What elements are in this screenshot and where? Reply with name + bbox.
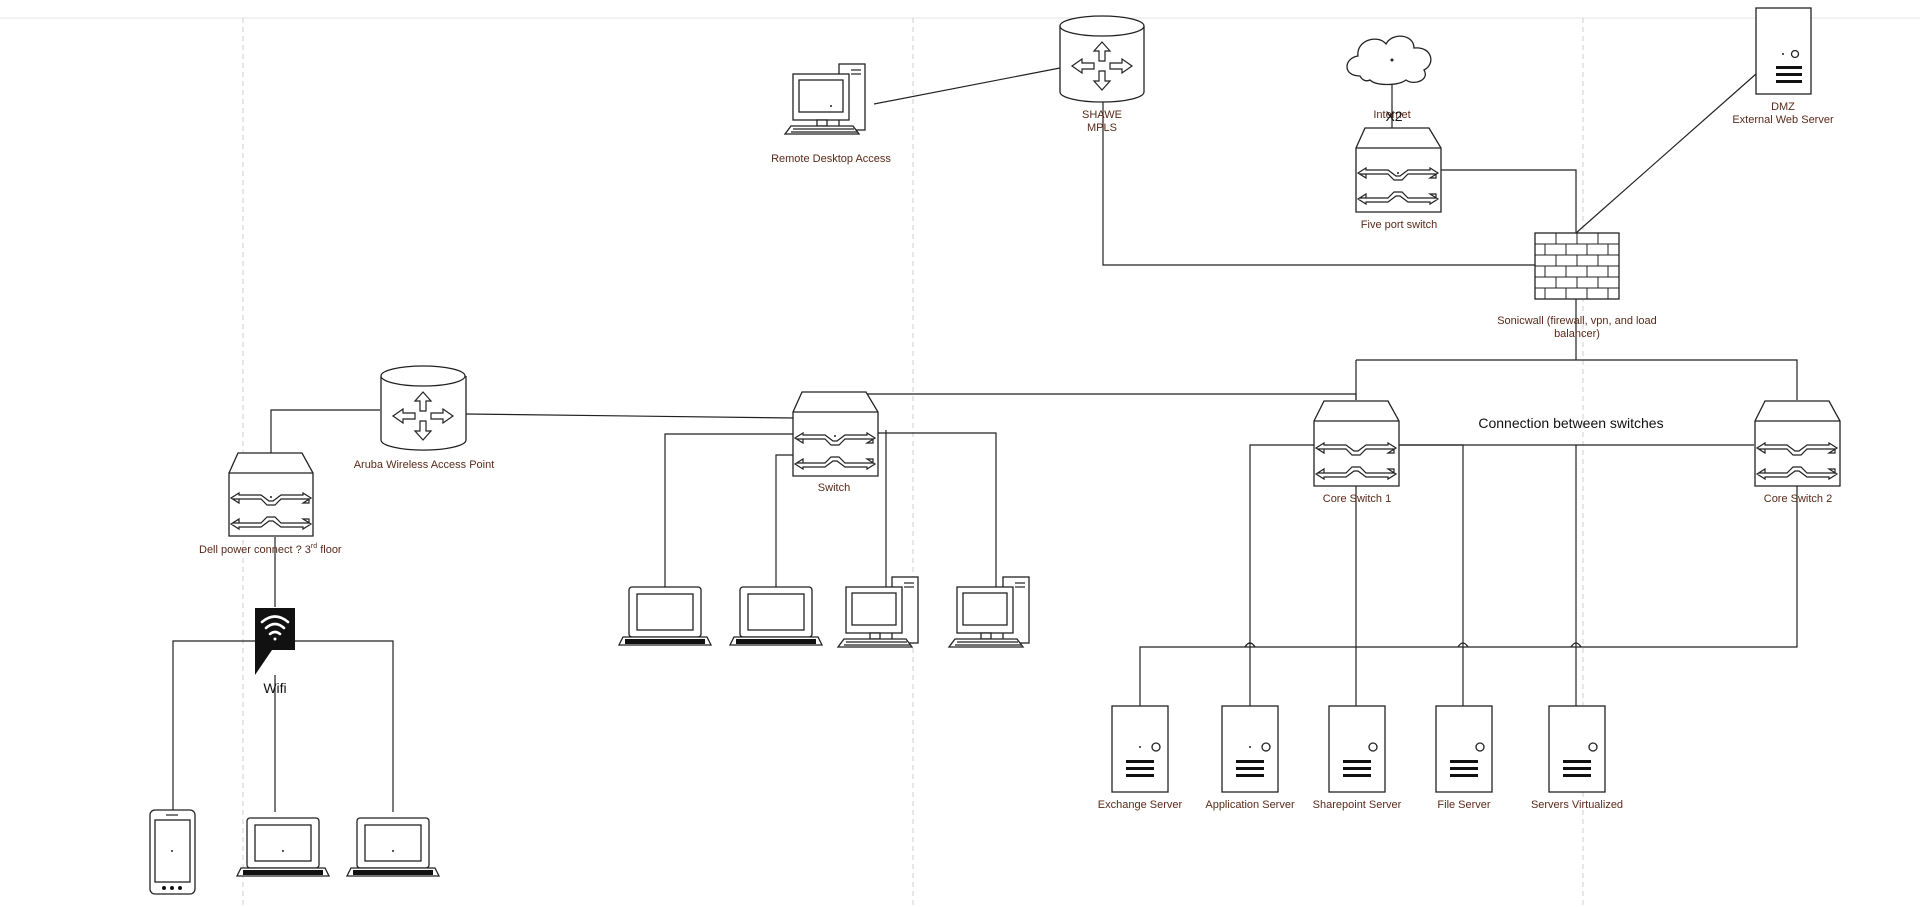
connection-between-switches-label: Connection between switches	[1478, 415, 1663, 431]
sharepoint-server-label: Sharepoint Server	[1313, 799, 1402, 811]
exchange-server	[1111, 705, 1169, 793]
mpls-label: MPLS	[1087, 122, 1117, 134]
server-icon	[1435, 705, 1493, 793]
dell-switch	[228, 452, 314, 537]
office-laptop-2	[729, 586, 823, 646]
sonicwall-firewall	[1534, 232, 1620, 300]
core-switch-1	[1313, 400, 1400, 487]
file-server	[1435, 705, 1493, 793]
dmz-server	[1755, 7, 1812, 95]
server-icon	[1548, 705, 1606, 793]
office-laptop-1	[618, 586, 712, 646]
file-server-label: File Server	[1437, 799, 1491, 811]
servers-virtualized-label: Servers Virtualized	[1531, 799, 1623, 811]
office-desktop-2	[948, 576, 1030, 648]
core-switch-2-label: Core Switch 2	[1764, 493, 1832, 505]
aruba-label: Aruba Wireless Access Point	[354, 459, 495, 471]
laptop-icon	[729, 586, 823, 646]
external-web-server-label: External Web Server	[1732, 114, 1834, 126]
switch-label: Switch	[818, 482, 850, 494]
server-icon	[1328, 705, 1386, 793]
sonicwall-label-line2: balancer)	[1554, 328, 1600, 340]
office-desktop-1	[837, 576, 919, 648]
wifi-laptop-1	[236, 817, 330, 877]
laptop-icon	[346, 817, 440, 877]
middle-switch	[792, 391, 879, 477]
internet-cloud	[1346, 35, 1432, 86]
laptop-icon	[236, 817, 330, 877]
core-switch-1-label: Core Switch 1	[1323, 493, 1391, 505]
sharepoint-server	[1328, 705, 1386, 793]
desktop-icon	[948, 576, 1030, 648]
exchange-server-label: Exchange Server	[1098, 799, 1183, 811]
remote-desktop-computer	[784, 63, 866, 135]
wifi-icon	[260, 615, 290, 641]
wifi-access-point	[255, 608, 295, 675]
shawe-router	[1059, 15, 1145, 103]
server-icon	[1221, 705, 1279, 793]
application-server	[1221, 705, 1279, 793]
five-port-switch-label: Five port switch	[1361, 219, 1437, 231]
five-port-switch	[1355, 127, 1442, 213]
wifi-laptop-2	[346, 817, 440, 877]
dell-switch-label: Dell power connect ? 3rd floor	[199, 543, 342, 556]
internet-label: Internet	[1373, 109, 1410, 121]
server-icon	[1111, 705, 1169, 793]
sonicwall-label: Sonicwall (firewall, vpn, and load	[1497, 315, 1657, 327]
x2-label: X2	[1385, 108, 1402, 124]
wifi-label: Wifi	[263, 680, 286, 696]
desktop-icon	[784, 63, 866, 135]
application-server-label: Application Server	[1205, 799, 1295, 811]
shawe-label: SHAWE	[1082, 109, 1122, 121]
mobile-phone	[149, 809, 196, 895]
aruba-router	[380, 365, 467, 451]
desktop-icon	[837, 576, 919, 648]
remote-desktop-label: Remote Desktop Access	[771, 153, 891, 165]
servers-virtualized	[1548, 705, 1606, 793]
laptop-icon	[618, 586, 712, 646]
dmz-label: DMZ	[1771, 101, 1795, 113]
core-switch-2	[1754, 400, 1841, 487]
